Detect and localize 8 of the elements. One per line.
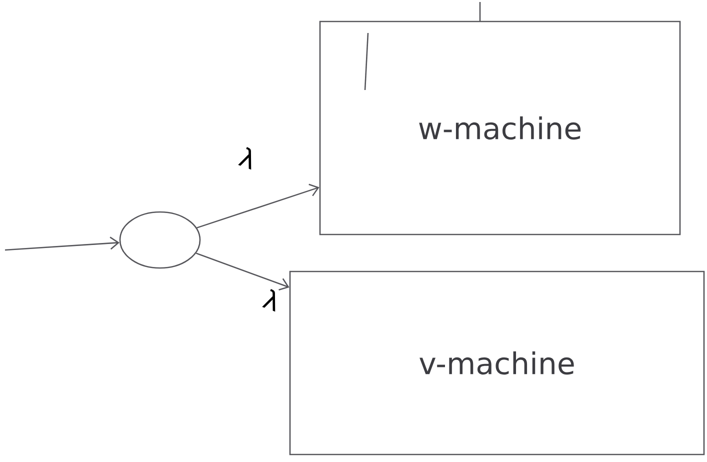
machine-box: v-machine — [289, 270, 705, 456]
edge-label: λ — [236, 144, 260, 172]
arrow — [196, 184, 320, 228]
machine-box: w-machine — [319, 20, 681, 236]
arrow — [196, 252, 290, 291]
empty-ellipse — [119, 211, 201, 269]
edge-label: λ — [260, 286, 284, 314]
arrow — [4, 236, 120, 251]
